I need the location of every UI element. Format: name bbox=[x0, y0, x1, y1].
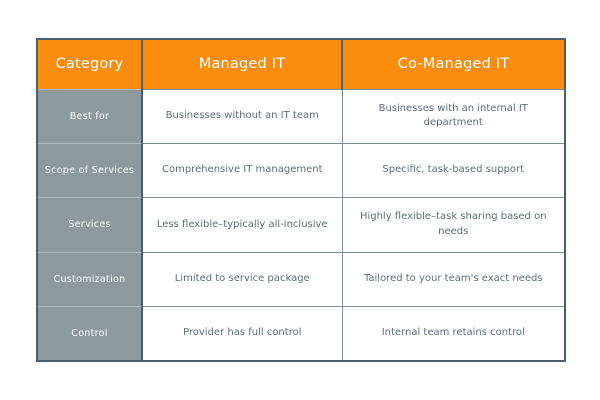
table-body: Best for Businesses without an IT team B… bbox=[37, 88, 565, 361]
comparison-table-container: Category Managed IT Co-Managed IT Best f… bbox=[36, 38, 566, 362]
row-label-customization: Customization bbox=[37, 251, 143, 307]
cell-comanaged-services: Highly flexible–task sharing based on ne… bbox=[342, 197, 565, 253]
cell-managed-services: Less flexible–typically all-inclusive bbox=[142, 197, 343, 253]
row-label-scope-of-services: Scope of Services bbox=[37, 142, 143, 198]
column-header-category: Category bbox=[37, 39, 143, 89]
cell-managed-scope-of-services: Comprehensive IT management bbox=[142, 142, 343, 198]
table-row: Scope of Services Comprehensive IT manag… bbox=[37, 142, 565, 198]
column-header-co-managed-it: Co-Managed IT bbox=[342, 39, 565, 89]
table-row: Customization Limited to service package… bbox=[37, 251, 565, 307]
cell-comanaged-best-for: Businesses with an internal IT departmen… bbox=[342, 88, 565, 144]
cell-comanaged-control: Internal team retains control bbox=[342, 306, 565, 361]
column-header-managed-it: Managed IT bbox=[142, 39, 343, 89]
table-row: Services Less flexible–typically all-inc… bbox=[37, 197, 565, 253]
comparison-table: Category Managed IT Co-Managed IT Best f… bbox=[36, 38, 566, 362]
table-header-row: Category Managed IT Co-Managed IT bbox=[37, 39, 565, 89]
cell-managed-best-for: Businesses without an IT team bbox=[142, 88, 343, 144]
row-label-services: Services bbox=[37, 197, 143, 253]
row-label-best-for: Best for bbox=[37, 88, 143, 144]
row-label-control: Control bbox=[37, 306, 143, 361]
cell-comanaged-scope-of-services: Specific, task-based support bbox=[342, 142, 565, 198]
table-header: Category Managed IT Co-Managed IT bbox=[37, 39, 565, 89]
cell-comanaged-customization: Tailored to your team's exact needs bbox=[342, 251, 565, 307]
cell-managed-customization: Limited to service package bbox=[142, 251, 343, 307]
table-row: Best for Businesses without an IT team B… bbox=[37, 88, 565, 144]
table-row: Control Provider has full control Intern… bbox=[37, 306, 565, 361]
cell-managed-control: Provider has full control bbox=[142, 306, 343, 361]
